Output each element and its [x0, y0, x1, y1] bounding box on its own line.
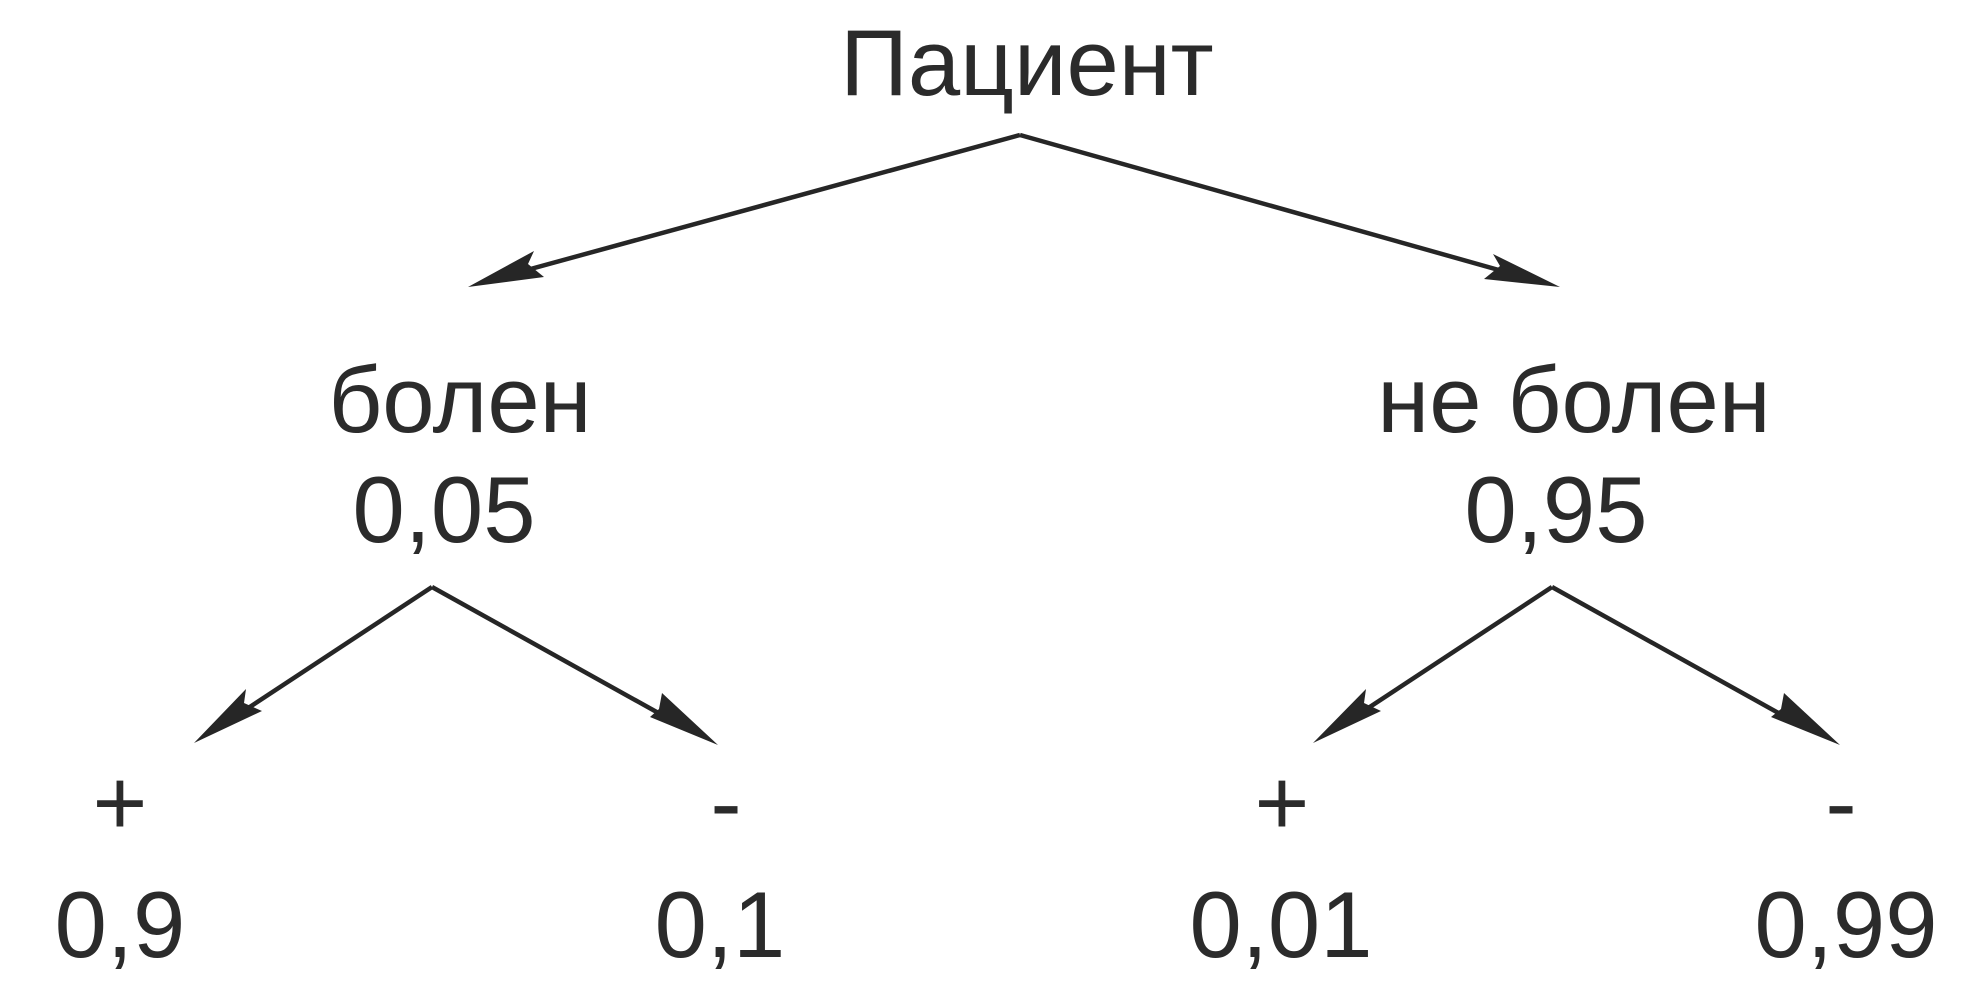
branch-ill-label: болен: [328, 347, 591, 452]
leaf-ill-positive-probability: 0,9: [55, 872, 186, 977]
edge-ill-to-positive: [228, 585, 434, 722]
arrowhead-healthy: [1484, 254, 1560, 287]
edge-ill-to-negative: [430, 585, 682, 727]
edge-root-to-healthy: [1019, 132, 1521, 279]
branch-ill-probability: 0,05: [353, 457, 536, 562]
root-label: Пациент: [840, 10, 1213, 115]
edge-root-to-ill: [504, 132, 1021, 279]
leaf-healthy-positive-probability: 0,01: [1190, 872, 1373, 977]
leaf-healthy-negative-sign: -: [1825, 750, 1856, 855]
edge-healthy-to-positive: [1348, 585, 1554, 722]
arrowhead-ill: [468, 251, 544, 287]
arrowhead-ill-negative: [650, 693, 718, 745]
leaf-ill-negative-probability: 0,1: [655, 872, 786, 977]
arrowhead-healthy-positive: [1313, 689, 1381, 743]
leaf-healthy-negative-probability: 0,99: [1755, 872, 1938, 977]
arrowhead-healthy-negative: [1771, 693, 1840, 745]
leaf-healthy-positive-sign: +: [1255, 750, 1310, 855]
branch-healthy-label: не болен: [1377, 347, 1770, 452]
arrowhead-ill-positive: [194, 689, 262, 743]
branch-healthy-probability: 0,95: [1465, 457, 1648, 562]
edge-healthy-to-negative: [1550, 585, 1802, 727]
leaf-ill-positive-sign: +: [93, 750, 148, 855]
leaf-ill-negative-sign: -: [710, 750, 741, 855]
